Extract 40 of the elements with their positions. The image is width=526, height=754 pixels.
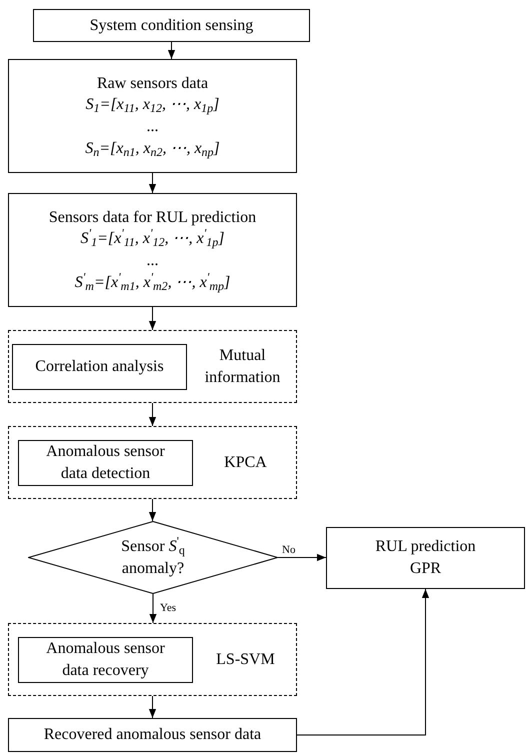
arrow: [148, 172, 156, 194]
dashed-group-box: [8, 330, 297, 403]
edge-label: Yes: [159, 600, 178, 614]
box-label: Mutual information: [204, 346, 282, 388]
box-label: KPCA: [224, 452, 267, 473]
box-label: System condition sensing: [90, 16, 254, 36]
process-box: [12, 344, 187, 390]
formula: S$_{n}$=[x$_{n1}$, x$_{n2}$, ⋯, x$_{np}$]: [85, 138, 220, 160]
arrow: [278, 554, 326, 562]
formula: S$^{'}$$_{1}$=[x$^{'}$$_{11}$, x$^{'}$$_{12}$, ⋯, x$^{'}$$_{1p}$]: [80, 228, 224, 250]
arrow: [148, 306, 156, 330]
process-box: [8, 59, 297, 173]
box-label: Anomalous sensor data recovery: [45, 639, 166, 681]
box-label: Anomalous sensor data detection: [45, 442, 166, 484]
arrow: [168, 42, 176, 60]
arrow: [148, 498, 156, 522]
process-box: [18, 440, 193, 486]
formula: S$_{1}$=[x$_{11}$, x$_{12}$, ⋯, x$_{1p}$]: [86, 95, 220, 116]
box-label: Raw sensors data: [96, 74, 208, 94]
process-box: [18, 637, 193, 683]
edge-label: No: [281, 542, 296, 556]
box-label: LS-SVM: [216, 650, 275, 670]
ellipsis: ...: [146, 117, 158, 137]
process-box: [8, 718, 297, 752]
box-label: Correlation analysis: [35, 357, 164, 378]
ellipsis: ...: [146, 251, 158, 271]
dashed-group-box: [8, 426, 297, 499]
arrow: [148, 402, 156, 426]
arrow: [148, 696, 156, 718]
formula: S$^{'}$$_{m}$=[x$^{'}$$_{m1}$, x$^{'}$$_{m2}$, ⋯, x$^{'}$$_{mp}$]: [74, 272, 230, 294]
box-label: GPR: [410, 559, 442, 579]
box-label: Recovered anomalous sensor data: [44, 725, 262, 746]
dashed-group-box: [8, 623, 297, 696]
arrow: [296, 588, 430, 736]
process-box: [326, 527, 525, 589]
box-label: RUL prediction: [375, 537, 476, 558]
box-label: Sensors data for RUL prediction: [48, 208, 256, 228]
process-box: [8, 193, 297, 307]
arrow: [149, 594, 157, 624]
process-box: [33, 9, 310, 42]
